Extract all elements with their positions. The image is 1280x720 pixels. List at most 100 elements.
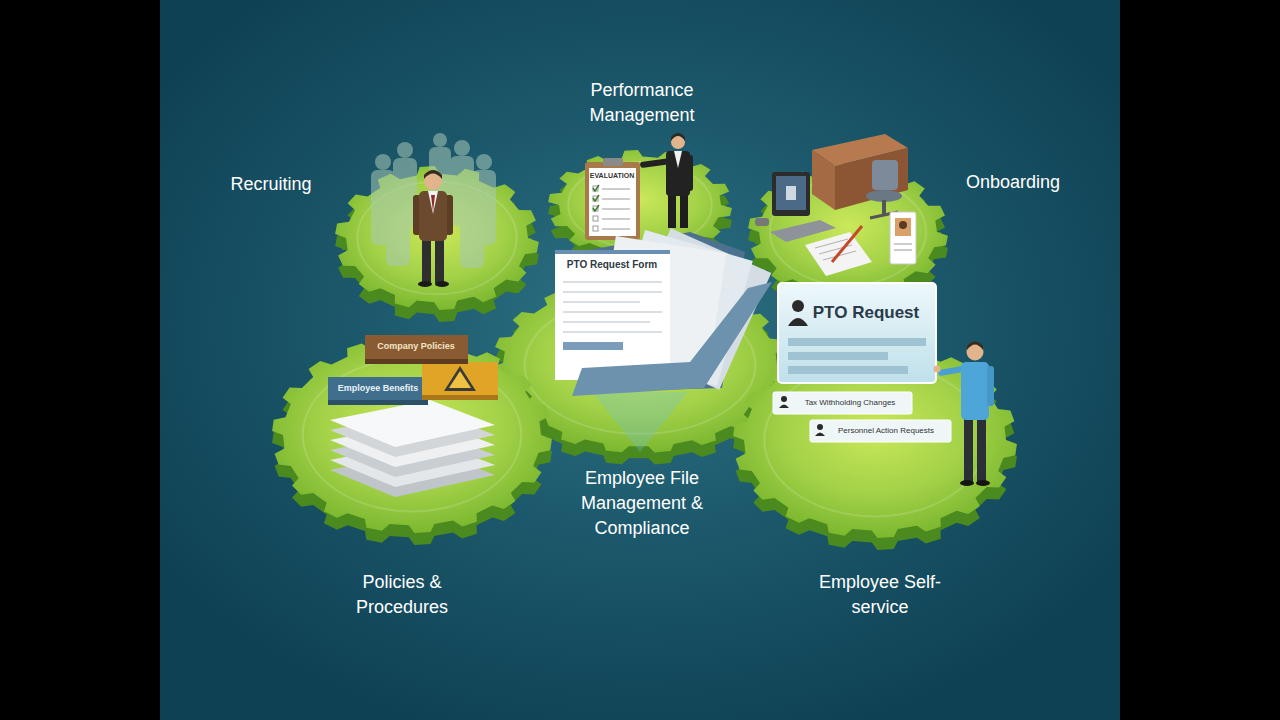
crowd-figures-part [390,170,406,186]
file-folder-part-part [563,292,662,293]
evaluation-clipboard-part [603,158,623,166]
evaluation-clipboard [585,158,640,240]
illustration-label: PTO Request [813,303,919,323]
paperwork [805,226,872,276]
gear-heading: Performance Management [562,78,722,128]
manager-figure [640,133,693,228]
evaluation-clipboard-part-part [593,205,599,211]
evaluation-clipboard-part [585,162,640,240]
crowd-figures-part [476,154,492,170]
pto-screen-part [778,283,936,383]
evaluation-clipboard-part [593,185,599,211]
computer-part [755,218,769,226]
candidate-figure-part [431,195,435,212]
file-folder-part [572,282,772,396]
benefits-book-part [328,377,428,400]
id-badge [890,212,916,264]
candidate-figure-part [424,170,442,179]
label-holder: Tax Withholding Changes [805,398,896,407]
office-chair-part [882,200,886,214]
evaluation-clipboard-part-part [593,196,598,201]
employee-figure-part [938,366,965,376]
evaluation-clipboard-part-part [593,195,599,201]
computer-part [772,172,810,216]
pto-screen-part [788,352,888,360]
paperwork-part-part [819,245,852,254]
candidate-figure-part [435,238,444,283]
pto-screen-part [788,366,908,374]
employee-figure-part [964,418,973,482]
employee-figure-part [977,418,986,482]
candidate-figure-part [418,281,432,287]
label-holder: Company Policies [377,341,455,351]
gear-shape-part [272,337,552,533]
benefits-book [328,377,428,405]
policies-book-part [365,359,468,364]
heading-holder: Employee Self-service [805,570,955,620]
employee-figure-part [987,366,994,406]
evaluation-clipboard-part-part [602,209,630,210]
heading-holder: Policies & Procedures [327,570,477,620]
crowd-figures-part [460,188,484,268]
crowd-figures-part [397,142,413,158]
employee-figure-part [934,366,941,373]
evaluation-clipboard-part-part [593,226,598,231]
file-folder-part-part [563,322,650,323]
warning-book-part [422,362,498,395]
gear-heading: Recruiting [211,172,331,197]
evaluation-clipboard-part-part [593,216,598,221]
pto-screen [778,283,936,383]
label-holder: Personnel Action Requests [838,426,934,435]
benefits-book-part [328,400,428,405]
illustration-label: Employee Benefits [338,383,419,393]
computer-part [776,176,806,210]
manager-figure-part [674,151,682,168]
file-folder-part [563,282,662,332]
file-folder-part-part [563,332,662,333]
candidate-figure-part [419,191,447,241]
request-cards-part [779,405,789,409]
policies-book-part [365,335,468,359]
evaluation-clipboard-part-part [602,219,630,220]
manager-figure-part [686,155,693,191]
warning-book [422,362,498,400]
gear-shape-part [733,342,1017,538]
request-cards-part [773,392,912,414]
office-desk-part [812,150,835,210]
pto-screen-part [792,300,804,312]
label-holder: PTO Request [813,303,919,323]
crowd-figures-part [433,133,447,147]
crowd-figures-part [464,172,480,188]
candidate-figure-part [435,281,449,287]
gear-heading: Employee File Management & Compliance [567,466,717,541]
crowd-figures [371,133,496,268]
gear-heading: Employee Self-service [805,570,955,620]
label-holder: PTO Request Form [567,259,657,271]
office-chair [866,160,902,218]
evaluation-clipboard-part-part [593,186,598,191]
illustration-label: Personnel Action Requests [838,426,934,435]
gear-shape-part [764,364,986,517]
computer-part [786,186,796,200]
warning-book-part [422,395,498,400]
office-desk-part [835,148,908,210]
crowd-figures-part [375,154,391,170]
employee-figure-part [976,480,990,486]
id-badge-part [894,244,912,245]
request-cards [773,392,951,442]
employee-figure-part [960,480,974,486]
heading-holder: Onboarding [953,170,1073,195]
computer-part [770,220,836,242]
evaluation-clipboard-part-part [593,206,598,211]
request-cards-part [810,420,951,442]
gear-heading: Onboarding [953,170,1073,195]
manager-figure-part [671,133,685,141]
label-holder: Employee Benefits [338,383,419,393]
pto-screen-part [788,318,808,326]
illustration-label: Tax Withholding Changes [805,398,896,407]
candidate-figure-part [428,191,438,214]
warning-book-part [449,371,471,388]
file-folder-part [555,250,670,380]
employee-figure-part [967,342,983,351]
computer [755,172,836,242]
